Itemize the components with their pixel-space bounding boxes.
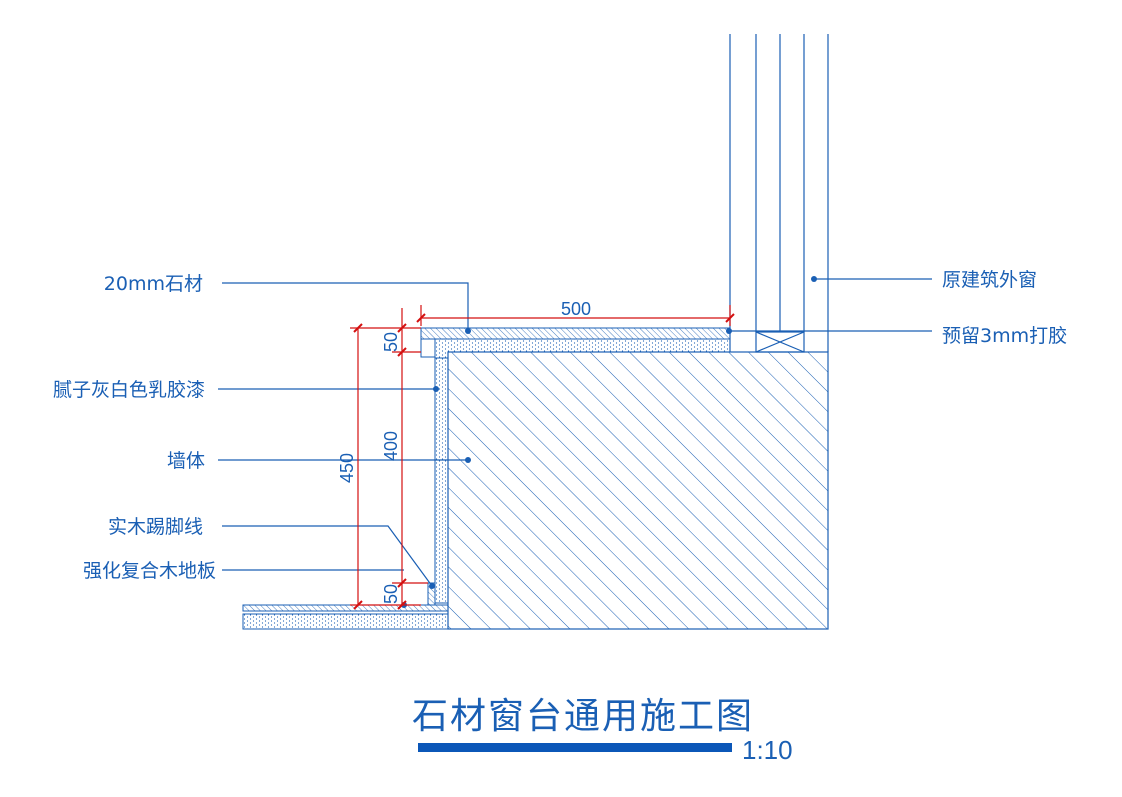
label-sealant: 预留3mm打胶	[942, 325, 1067, 347]
putty-layer	[434, 357, 449, 604]
dim-width-500: 500	[561, 299, 591, 319]
dimension-ticks	[353, 313, 735, 610]
label-putty: 腻子灰白色乳胶漆	[53, 379, 205, 401]
dim-height-450: 450	[337, 453, 357, 483]
wall-hatch	[447, 351, 829, 630]
label-skirting: 实木踢脚线	[108, 516, 203, 538]
title-bar	[418, 743, 732, 752]
window-frame	[729, 34, 829, 353]
dim-height-400: 400	[381, 431, 401, 461]
leader-lines	[218, 278, 932, 587]
label-window: 原建筑外窗	[942, 269, 1037, 291]
label-stone: 20mm石材	[104, 273, 203, 295]
label-wall: 墙体	[167, 450, 205, 472]
drawing-title: 石材窗台通用施工图	[412, 696, 754, 737]
sill-edge-return	[420, 338, 436, 358]
drawing-scale: 1:10	[742, 735, 793, 765]
dim-bottom-50: 50	[381, 584, 401, 604]
label-floor: 强化复合木地板	[83, 560, 216, 582]
floor-board	[242, 604, 449, 612]
dimension-lines	[350, 305, 731, 606]
floor-screed	[242, 613, 449, 630]
dim-top-50: 50	[381, 332, 401, 352]
